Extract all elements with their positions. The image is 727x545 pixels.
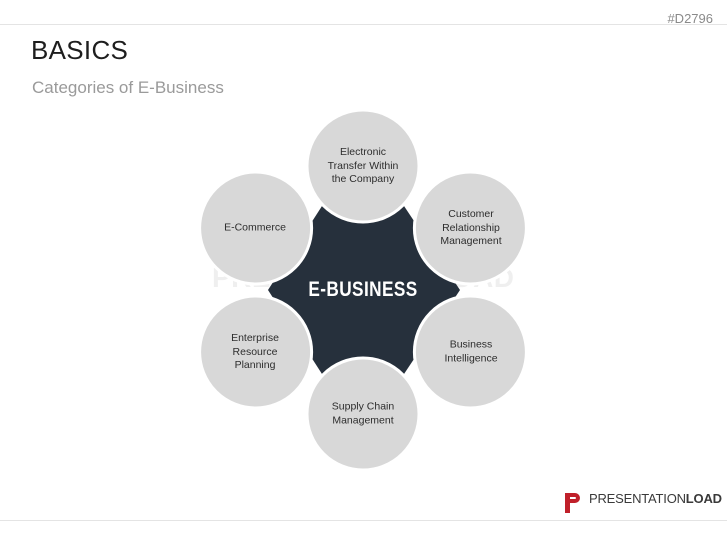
node-circle-ecommerce [198, 170, 314, 286]
page-title: BASICS [31, 35, 129, 65]
node-circle-erp [198, 294, 314, 410]
center-label-text: E-BUSINESS [308, 278, 418, 301]
logo-mark-icon [565, 493, 580, 513]
logo-text-part2: LOAD [685, 491, 722, 506]
node-label-ecommerce: E-Commerce [224, 221, 286, 234]
node-circle-bi [412, 294, 528, 410]
logo-text-part1: PRESENTATION [589, 491, 686, 506]
node-label-electronic-transfer: Electronic Transfer Within the Company [327, 145, 399, 185]
node-label-bi: Business Intelligence [444, 338, 498, 365]
node-label-erp: Enterprise Resource Planning [231, 331, 279, 371]
node-label-crm: Customer Relationship Management [440, 207, 502, 247]
bottom-divider [0, 520, 727, 521]
node-circle-scm [305, 356, 421, 472]
slide-id: #D2796 [667, 11, 713, 26]
node-circle-electronic-transfer [305, 108, 421, 224]
center-label: E-BUSINESS [296, 278, 429, 302]
presentationload-logo: PRESENTATIONLOAD [563, 489, 722, 517]
center-hexagon [268, 206, 460, 374]
logo-text: PRESENTATIONLOAD [589, 491, 722, 506]
node-circle-crm [412, 170, 528, 286]
node-label-scm: Supply Chain Management [331, 400, 395, 427]
page-subtitle: Categories of E-Business [32, 78, 224, 97]
top-divider [0, 24, 727, 25]
